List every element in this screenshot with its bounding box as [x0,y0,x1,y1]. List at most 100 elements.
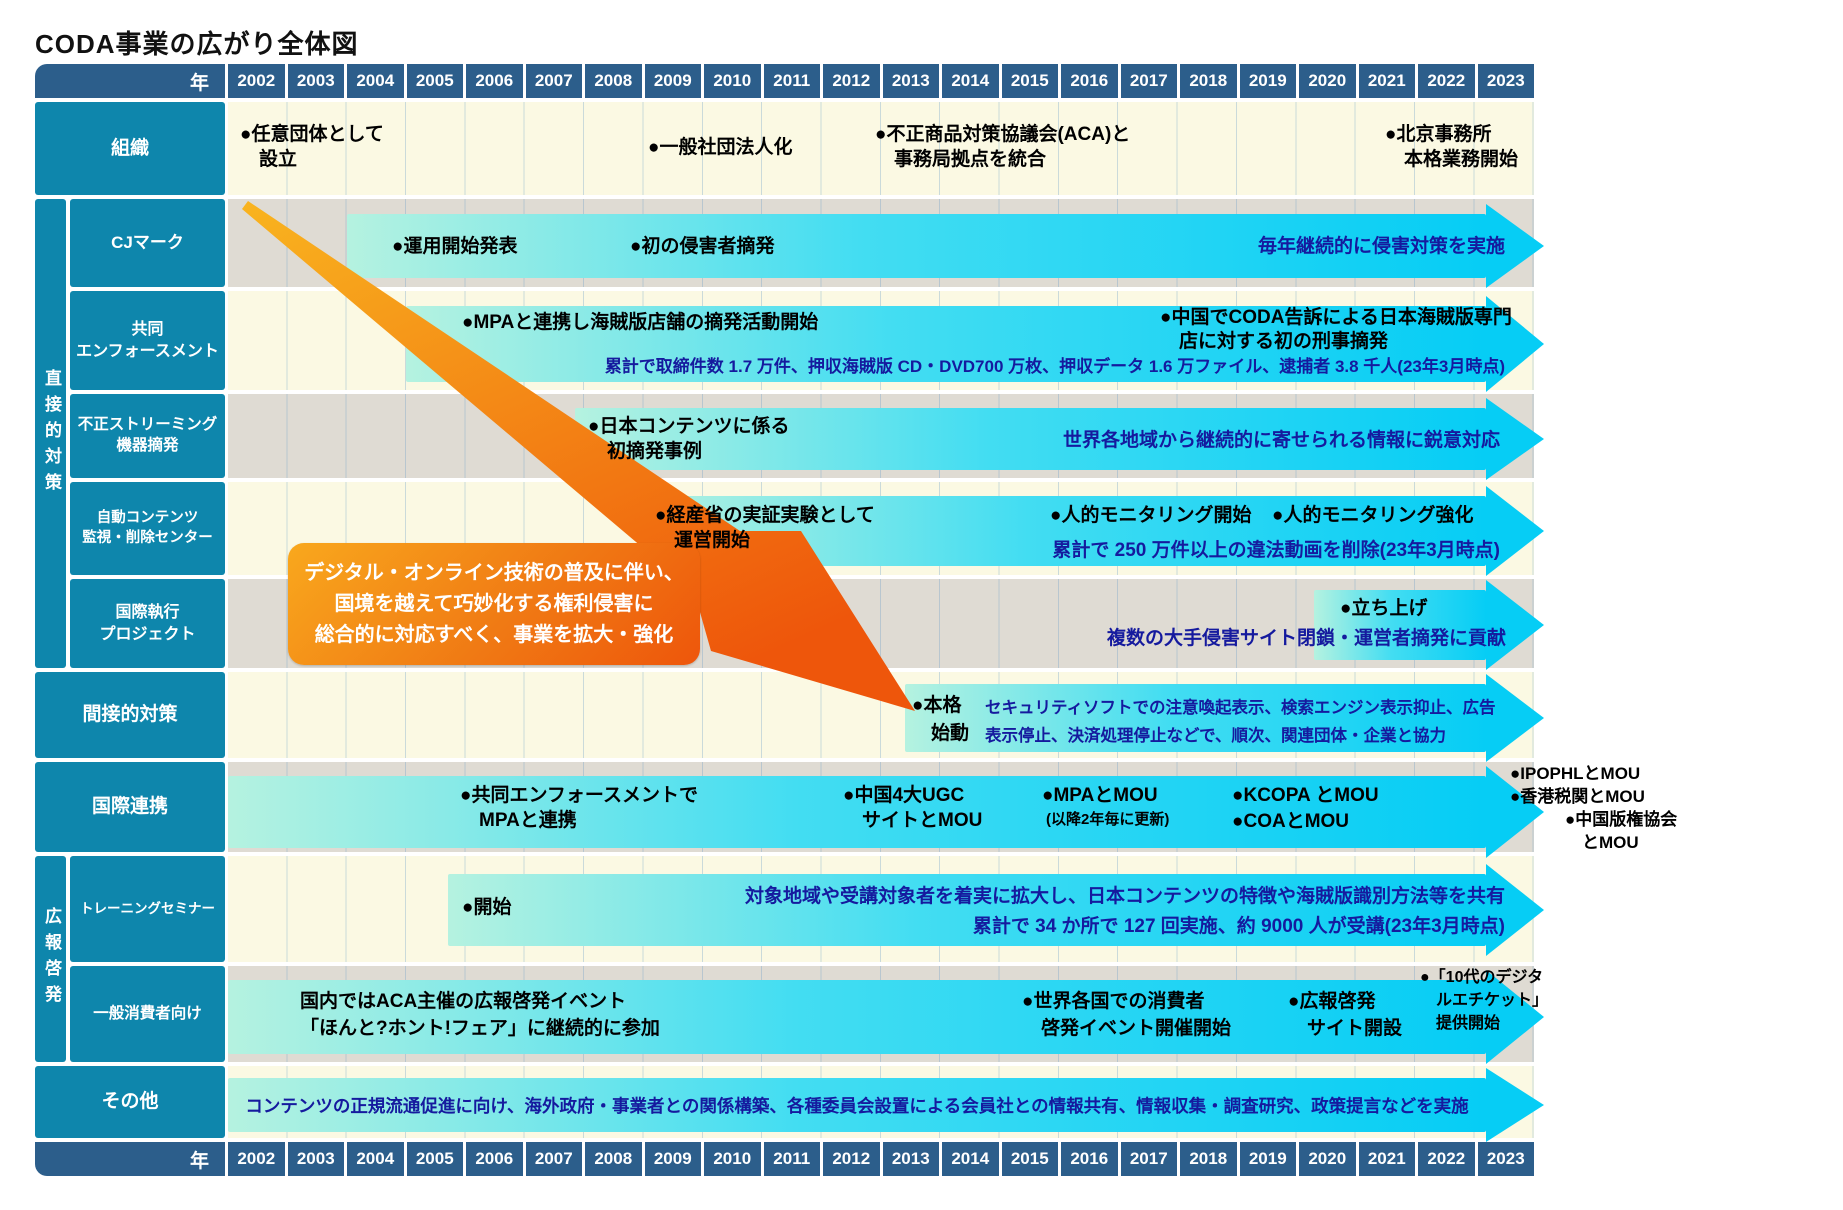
year-cell: 2011 [763,64,820,98]
event-intl-exec-launch: ●立ち上げ [1340,598,1428,619]
row-label-intl-coop: 国際連携 [35,762,225,852]
year-cell: 2018 [1180,64,1237,98]
year-axis-label-top: 年 [35,64,225,98]
year-cell: 2010 [704,1142,761,1176]
year-cell: 2015 [1001,1142,1058,1176]
event-coop-kcopa-coa-mou: ●KCOPA とMOU ●COAとMOU [1232,785,1379,832]
row-label-auto: 自動コンテンツ 監視・削除センター [70,482,225,575]
row-label-training: トレーニングセミナー [70,856,225,962]
year-cell: 2022 [1418,1142,1475,1176]
year-cell: 2020 [1299,1142,1356,1176]
note-indirect-detail: セキュリティソフトでの注意喚起表示、検索エンジン表示抑止、広告 表示停止、決済処… [985,699,1496,745]
event-auto-human-monitor-start: ●人的モニタリング開始 [1050,505,1252,526]
event-auto-meti-start: ●経産省の実証実験として 運営開始 [655,505,875,551]
year-cell: 2021 [1358,64,1415,98]
event-joint-china-criminal: ●中国でCODA告訴による日本海賊版専門 店に対する初の刑事摘発 [1160,307,1512,352]
year-cell: 2018 [1180,1142,1237,1176]
group-label-pr: 広報啓発 [35,856,66,1062]
year-cell: 2014 [942,64,999,98]
year-cell: 2009 [644,1142,701,1176]
event-org-founded: ●任意団体として 設立 [240,124,384,170]
year-cell: 2008 [585,1142,642,1176]
event-stream-first-case: ●日本コンテンツに係る 初摘発事例 [588,416,790,462]
year-cell: 2002 [228,64,285,98]
year-cell: 2019 [1239,1142,1296,1176]
event-coop-china-ugc-mou: ●中国4大UGC サイトとMOU [843,785,983,831]
row-label-indirect: 間接的対策 [35,672,225,758]
year-axis-label-bottom: 年 [35,1142,225,1176]
note-training-cumulative: 対象地域や受講対象者を着実に拡大し、日本コンテンツの特徴や海賊版識別方法等を共有… [744,886,1505,937]
year-cell: 2017 [1120,64,1177,98]
event-org-aca-merge: ●不正商品対策協議会(ACA)と 事務局拠点を統合 [875,124,1131,170]
year-cell: 2006 [466,64,523,98]
year-cell: 2008 [585,64,642,98]
event-cj-launch: ●運用開始発表 [392,236,518,257]
note-cj-ongoing: 毎年継続的に侵害対策を実施 [1257,236,1505,257]
year-cell: 2014 [942,1142,999,1176]
row-label-cj: CJマーク [70,199,225,287]
year-cell: 2004 [347,1142,404,1176]
note-auto-cumulative: 累計で 250 万件以上の違法動画を削除(23年3月時点) [1052,540,1500,561]
row-label-joint: 共同 エンフォースメント [70,291,225,390]
year-cell: 2002 [228,1142,285,1176]
band-org [228,102,1534,195]
bar-training [448,874,1486,946]
event-coop-mpa-joint: ●共同エンフォースメントで MPAと連携 [460,785,698,831]
year-cell: 2023 [1477,64,1534,98]
event-consumer-world-events: ●世界各国での消費者 啓発イベント開催開始 [1022,991,1232,1039]
row-label-consumer: 一般消費者向け [70,966,225,1062]
event-org-incorporated: ●一般社団法人化 [648,137,793,158]
year-cell: 2009 [644,64,701,98]
expansion-callout-box: デジタル・オンライン技術の普及に伴い、 国境を越えて巧妙化する権利侵害に 総合的… [288,543,700,665]
event-coop-mpa-mou-renewal: (以降2年毎に更新) [1046,811,1170,828]
year-cell: 2013 [882,1142,939,1176]
year-cell: 2019 [1239,64,1296,98]
year-cell: 2007 [525,64,582,98]
year-cell: 2022 [1418,64,1475,98]
row-label-intl-exec: 国際執行 プロジェクト [70,579,225,668]
event-cj-first-crackdown: ●初の侵害者摘発 [630,236,775,257]
event-consumer-pr-site: ●広報啓発 サイト開設 [1288,991,1403,1039]
bar-intl-exec [1314,590,1486,660]
year-cell: 2005 [406,1142,463,1176]
event-auto-human-monitor-boost: ●人的モニタリング強化 [1272,505,1474,526]
row-label-stream: 不正ストリーミング 機器摘発 [70,394,225,478]
bar-intl-coop [228,776,1486,848]
bar-other [228,1078,1486,1132]
year-cell: 2015 [1001,64,1058,98]
page-title: CODA事業の広がり全体図 [35,29,359,59]
group-label-direct: 直接的対策 [35,199,66,668]
note-joint-cumulative: 累計で取締件数 1.7 万件、押収海賊版 CD・DVD700 万枚、押収データ … [604,357,1505,376]
event-org-beijing-office: ●北京事務所 本格業務開始 [1385,124,1519,170]
event-joint-mpa-start: ●MPAと連携し海賊版店舗の摘発活動開始 [462,312,819,333]
year-cell: 2012 [823,64,880,98]
year-cell: 2021 [1358,1142,1415,1176]
year-cell: 2016 [1061,64,1118,98]
event-training-start: ●開始 [462,897,512,918]
row-label-other: その他 [35,1066,225,1138]
event-indirect-fullstart: ●本格 始動 [912,695,970,744]
row-label-org: 組織 [35,102,225,195]
event-coop-china-copyright-assoc-mou: ●中国版権協会 とMOU [1565,810,1678,852]
year-cell: 2017 [1120,1142,1177,1176]
note-stream-worldwide: 世界各地域から継続的に寄せられる情報に鋭意対応 [1062,430,1500,451]
year-cell: 2013 [882,64,939,98]
year-cell: 2010 [704,64,761,98]
note-intl-exec-contribution: 複数の大手侵害サイト閉鎖・運営者摘発に貢献 [1106,628,1506,649]
bar-consumer [228,980,1486,1054]
event-coop-mpa-mou: ●MPAとMOU [1042,785,1158,806]
year-cell: 2005 [406,64,463,98]
event-consumer-digital-etiquette: ●「10代のデジタ ルエチケット」 提供開始 [1420,969,1549,1032]
year-cell: 2007 [525,1142,582,1176]
year-cell: 2020 [1299,64,1356,98]
event-coop-ipophl-hk-mou: ●IPOPHLとMOU ●香港税関とMOU [1510,764,1645,806]
event-consumer-aca-fair: 国内ではACA主催の広報啓発イベント 「ほんと?ホント!フェア」に継続的に参加 [300,991,660,1039]
year-cell: 2003 [287,64,344,98]
year-cell: 2004 [347,64,404,98]
bar-indirect [905,684,1486,752]
